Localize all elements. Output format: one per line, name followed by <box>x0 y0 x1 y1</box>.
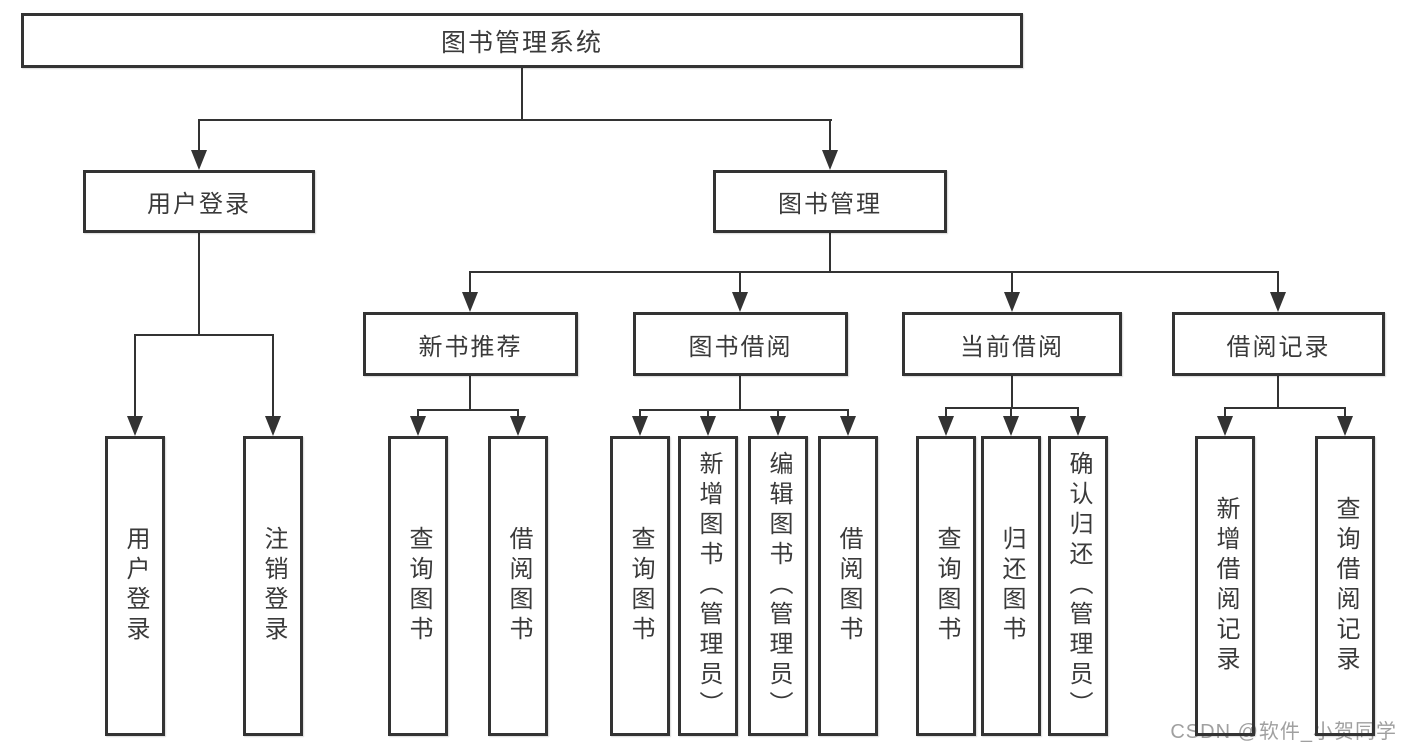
edge-book-management-trunk <box>829 233 831 272</box>
node-borrow-record: 借阅记录 <box>1172 312 1385 376</box>
node-book-borrow-label: 图书借阅 <box>688 333 793 361</box>
edge-to-leaf <box>707 410 709 420</box>
node-user-login-label: 用户登录 <box>147 191 251 218</box>
leaf-nb-query-book-label: 查询图书 <box>405 526 432 646</box>
edge-to-book-management <box>829 120 831 152</box>
leaf-user-login: 用户登录 <box>105 436 165 736</box>
csdn-watermark: CSDN @软件_小贺同学 <box>1170 721 1397 743</box>
node-root-label: 图书管理系统 <box>440 28 603 57</box>
leaf-bb-edit-book-admin: 编辑图书（管理员） <box>748 436 808 736</box>
leaf-br-add-record: 新增借阅记录 <box>1195 436 1255 736</box>
leaf-bb-query-book: 查询图书 <box>610 436 670 736</box>
leaf-nb-query-book: 查询图书 <box>388 436 448 736</box>
arrow-down-icon <box>1270 292 1286 312</box>
edge-to-user-login <box>198 120 200 152</box>
edge-to-borrow-record <box>1277 272 1279 294</box>
arrow-down-icon <box>410 416 426 436</box>
arrow-down-icon <box>1070 416 1086 436</box>
edge-user-login-branch <box>134 334 274 336</box>
arrow-down-icon <box>840 416 856 436</box>
leaf-bb-add-book-admin-label: 新增图书（管理员） <box>695 451 722 721</box>
leaf-bb-borrow-book-label: 借阅图书 <box>835 526 862 646</box>
edge-to-leaf <box>777 410 779 420</box>
leaf-bb-edit-book-admin-label: 编辑图书（管理员） <box>765 451 792 721</box>
edge-current-borrow-trunk <box>1011 376 1013 408</box>
leaf-cb-query-book: 查询图书 <box>916 436 976 736</box>
leaf-bb-borrow-book: 借阅图书 <box>818 436 878 736</box>
edge-to-leaf-logout <box>272 335 274 418</box>
arrow-down-icon <box>265 416 281 436</box>
leaf-user-login-label: 用户登录 <box>122 526 149 646</box>
arrow-down-icon <box>1217 416 1233 436</box>
node-root: 图书管理系统 <box>21 13 1023 68</box>
edge-to-leaf <box>639 410 641 420</box>
node-book-borrow: 图书借阅 <box>633 312 848 376</box>
leaf-cb-confirm-return-admin: 确认归还（管理员） <box>1048 436 1108 736</box>
edge-to-new-book-recommend <box>469 272 471 294</box>
node-new-book-recommend-label: 新书推荐 <box>418 333 523 361</box>
arrow-down-icon <box>700 416 716 436</box>
edge-book-management-branch <box>469 271 1279 273</box>
leaf-br-query-record: 查询借阅记录 <box>1315 436 1375 736</box>
node-user-login: 用户登录 <box>83 170 315 233</box>
node-new-book-recommend: 新书推荐 <box>363 312 578 376</box>
leaf-br-add-record-label: 新增借阅记录 <box>1212 496 1239 676</box>
arrow-down-icon <box>732 292 748 312</box>
leaf-logout-label: 注销登录 <box>260 526 287 646</box>
arrow-down-icon <box>510 416 526 436</box>
edge-book-borrow-branch <box>639 409 849 411</box>
edge-to-leaf <box>417 410 419 420</box>
edge-to-leaf <box>1010 408 1012 418</box>
arrow-down-icon <box>462 292 478 312</box>
arrow-down-icon <box>632 416 648 436</box>
edge-to-leaf-user-login <box>134 335 136 418</box>
edge-to-leaf <box>1224 408 1226 418</box>
edge-new-book-recommend-branch <box>417 409 519 411</box>
leaf-cb-confirm-return-admin-label: 确认归还（管理员） <box>1065 451 1092 721</box>
node-book-management-label: 图书管理 <box>778 191 882 218</box>
edge-to-book-borrow <box>739 272 741 294</box>
edge-to-leaf <box>945 408 947 418</box>
edge-borrow-record-branch <box>1224 407 1346 409</box>
leaf-nb-borrow-book: 借阅图书 <box>488 436 548 736</box>
arrow-down-icon <box>1337 416 1353 436</box>
edge-to-current-borrow <box>1011 272 1013 294</box>
leaf-logout: 注销登录 <box>243 436 303 736</box>
arrow-down-icon <box>1003 416 1019 436</box>
edge-root-branch <box>198 119 832 121</box>
leaf-bb-add-book-admin: 新增图书（管理员） <box>678 436 738 736</box>
edge-borrow-record-trunk <box>1277 376 1279 408</box>
arrow-down-icon <box>1004 292 1020 312</box>
edge-root-trunk <box>521 68 523 120</box>
leaf-cb-return-book-label: 归还图书 <box>998 526 1025 646</box>
arrow-down-icon <box>938 416 954 436</box>
arrow-down-icon <box>822 150 838 170</box>
node-borrow-record-label: 借阅记录 <box>1226 333 1331 361</box>
edge-current-borrow-branch <box>945 407 1079 409</box>
edge-new-book-recommend-trunk <box>469 376 471 410</box>
node-current-borrow: 当前借阅 <box>902 312 1122 376</box>
edge-to-leaf <box>847 410 849 420</box>
node-book-management: 图书管理 <box>713 170 947 233</box>
leaf-br-query-record-label: 查询借阅记录 <box>1332 496 1359 676</box>
arrow-down-icon <box>127 416 143 436</box>
leaf-bb-query-book-label: 查询图书 <box>627 526 654 646</box>
leaf-nb-borrow-book-label: 借阅图书 <box>505 526 532 646</box>
edge-book-borrow-trunk <box>739 376 741 410</box>
leaf-cb-return-book: 归还图书 <box>981 436 1041 736</box>
edge-to-leaf <box>1344 408 1346 418</box>
edge-to-leaf <box>517 410 519 420</box>
edge-to-leaf <box>1077 408 1079 418</box>
arrow-down-icon <box>191 150 207 170</box>
node-current-borrow-label: 当前借阅 <box>960 333 1064 361</box>
arrow-down-icon <box>770 416 786 436</box>
leaf-cb-query-book-label: 查询图书 <box>933 526 960 646</box>
edge-user-login-trunk <box>198 233 200 335</box>
